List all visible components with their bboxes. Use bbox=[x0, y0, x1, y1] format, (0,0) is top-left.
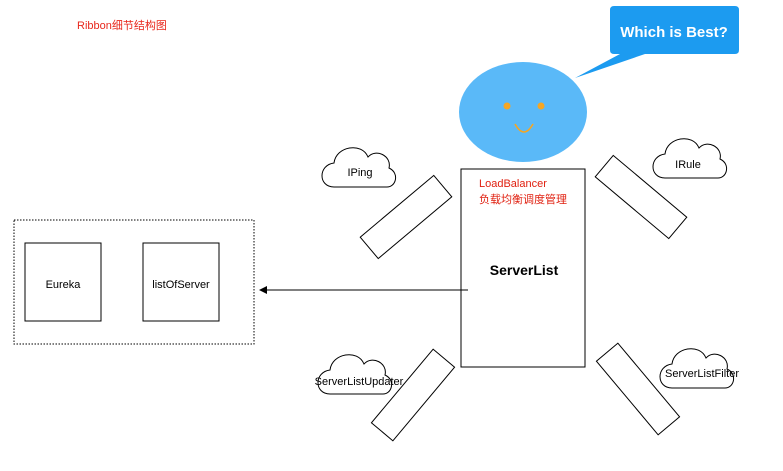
server-group: Eureka listOfServer bbox=[13, 219, 255, 345]
list-of-server-label: listOfServer bbox=[152, 279, 210, 291]
right-eye-icon bbox=[537, 102, 545, 110]
bubble-shape bbox=[575, 6, 739, 78]
robot-head bbox=[459, 62, 587, 162]
irule-cloud bbox=[652, 138, 728, 179]
limbs bbox=[359, 154, 688, 442]
list-of-server-box bbox=[142, 242, 220, 322]
arrow-to-server-group bbox=[259, 286, 468, 294]
load-balancer-label: LoadBalancer bbox=[479, 178, 547, 190]
head-shape bbox=[459, 62, 587, 162]
upper-right-arm bbox=[594, 154, 688, 240]
lower-left-leg bbox=[370, 348, 456, 442]
filter-cloud bbox=[659, 348, 735, 389]
server-group-container bbox=[13, 219, 255, 345]
load-balancer-desc: 负载均衡调度管理 bbox=[479, 192, 567, 206]
updater-cloud bbox=[317, 354, 393, 395]
eureka-box bbox=[24, 242, 102, 322]
bubble-text: Which is Best? bbox=[620, 24, 728, 41]
iping-cloud bbox=[321, 147, 397, 188]
diagram-title: Ribbon细节结构图 bbox=[77, 18, 167, 32]
eureka-label: Eureka bbox=[46, 279, 82, 291]
iping-label: IPing bbox=[347, 167, 372, 179]
irule-label: IRule bbox=[675, 159, 701, 171]
smile-icon bbox=[514, 123, 534, 133]
updater-label: ServerListUpdater bbox=[315, 376, 404, 388]
filter-label: ServerListFilter bbox=[665, 368, 739, 380]
left-eye-icon bbox=[503, 102, 511, 110]
clouds bbox=[317, 138, 735, 395]
lower-right-leg bbox=[595, 342, 681, 436]
speech-bubble: Which is Best? bbox=[575, 6, 739, 78]
upper-left-arm bbox=[359, 174, 453, 260]
server-list-label: ServerList bbox=[490, 262, 559, 278]
body-rect bbox=[460, 168, 586, 368]
load-balancer-box: LoadBalancer 负载均衡调度管理 ServerList bbox=[460, 168, 586, 368]
arrowhead-icon bbox=[259, 286, 267, 294]
